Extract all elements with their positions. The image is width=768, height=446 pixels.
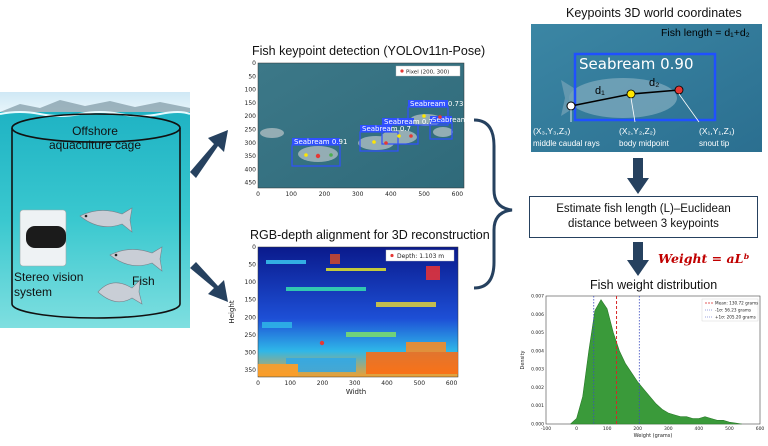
kde-xtick: 400 xyxy=(695,426,704,432)
detection-ytick: 50 xyxy=(248,73,256,80)
kde-xtick: -100 xyxy=(541,426,551,432)
detection-box-label-2: Seabream 0.7 xyxy=(362,125,411,133)
depth-xlabel: Width xyxy=(346,388,366,396)
detection-ytick: 300 xyxy=(245,140,257,147)
detection-xtick: 0 xyxy=(256,191,260,198)
merge-brace xyxy=(473,118,513,290)
kde-xtick: 300 xyxy=(664,426,673,432)
kde-ytick: 0.001 xyxy=(531,403,544,409)
legend-minus-sd: -1σ: 56.23 grams xyxy=(715,308,751,313)
weight-distribution-chart: 0.000 0.001 0.002 0.003 0.004 0.005 0.006 0.007… xyxy=(520,294,765,440)
p3-name: middle caudal rays xyxy=(533,139,600,148)
depth-title: RGB-depth alignment for 3D reconstructio… xyxy=(250,228,490,242)
kde-legend: Mean: 130.72 grams -1σ: 56.23 grams +1σ:… xyxy=(701,298,758,322)
detection-xtick: 100 xyxy=(285,191,297,198)
kde-ytick: 0.003 xyxy=(531,367,544,373)
detection-xtick: 500 xyxy=(418,191,430,198)
kde-ytick: 0.002 xyxy=(531,385,544,391)
kde-ytick: 0.005 xyxy=(531,330,544,336)
estimate-text: Estimate fish length (L)–Euclidean dista… xyxy=(556,203,731,230)
kde-ytick: 0.006 xyxy=(531,312,544,318)
detection-xtick: 600 xyxy=(452,191,464,198)
p1-name: snout tip xyxy=(699,139,730,148)
detection-legend: Pixel (200, 300) xyxy=(406,70,449,76)
depth-xtick: 500 xyxy=(414,380,426,387)
p2-coord: (X₂,Y₂,Z₂) xyxy=(619,126,656,136)
down-arrow-2 xyxy=(627,242,649,276)
kde-xtick: 0 xyxy=(575,426,578,432)
kde-ytick: 0.004 xyxy=(531,348,544,354)
legend-mean: Mean: 130.72 grams xyxy=(715,301,758,306)
detection-xtick: 200 xyxy=(319,191,331,198)
detection-xtick: 400 xyxy=(385,191,397,198)
detection-box-label-3: Seabream 0.7 xyxy=(384,118,433,126)
depth-ytick: 0 xyxy=(252,244,256,251)
down-arrow-1 xyxy=(627,158,649,194)
weight-formula: Weight = aLᵇ xyxy=(658,251,750,266)
kde-ytick: 0.007 xyxy=(531,294,544,300)
kde-xlabel: Weight (grams) xyxy=(634,433,673,439)
kde-xtick: 500 xyxy=(725,426,734,432)
detection-box-label-4: Seabream 0.73 xyxy=(410,100,463,108)
detection-ytick: 150 xyxy=(245,100,257,107)
p2-name: body midpoint xyxy=(619,139,670,148)
estimate-box: Estimate fish length (L)–Euclidean dista… xyxy=(529,196,758,238)
depth-ytick: 250 xyxy=(245,332,257,339)
depth-ytick: 50 xyxy=(248,262,256,269)
detection-ytick: 350 xyxy=(245,153,257,160)
depth-xtick: 400 xyxy=(381,380,393,387)
stereo-system-label: Stereo vision system xyxy=(14,270,84,299)
stereo-camera-icon xyxy=(19,209,67,267)
depth-ytick: 150 xyxy=(245,297,257,304)
depth-ytick: 200 xyxy=(245,314,257,321)
depth-ytick: 350 xyxy=(245,367,257,374)
detection-ytick: 200 xyxy=(245,113,257,120)
depth-ytick: 300 xyxy=(245,349,257,356)
kde-xtick: 600 xyxy=(756,426,765,432)
detection-ytick: 0 xyxy=(252,60,256,67)
depth-plot: Depth: 1.103 m 0 50 100 150 200 250 300 350 0 10… xyxy=(228,244,459,396)
p1-coord: (X₁,Y₁,Z₁) xyxy=(699,126,735,136)
ocean-scene: Offshore aquaculture cage Stereo vision … xyxy=(0,92,191,328)
depth-ytick: 100 xyxy=(245,279,257,286)
kde-ytick: 0.000 xyxy=(531,422,544,428)
depth-xtick: 0 xyxy=(256,380,260,387)
depth-xtick: 200 xyxy=(317,380,329,387)
weight-chart-title: Fish weight distribution xyxy=(590,278,718,292)
legend-plus-sd: +1σ: 205.20 grams xyxy=(715,315,756,320)
kde-area xyxy=(570,299,742,425)
detection-box-label-1: Seabream 0.91 xyxy=(294,138,347,146)
detection-ytick: 400 xyxy=(245,166,257,173)
ocean-illustration xyxy=(0,92,191,328)
d1-label: d₁ xyxy=(595,85,605,97)
depth-xtick: 300 xyxy=(349,380,361,387)
flow-arrows-left xyxy=(190,130,228,302)
detection-ytick: 100 xyxy=(245,87,257,94)
cage-label: Offshore aquaculture cage xyxy=(48,124,142,152)
fish-label: Fish xyxy=(132,274,155,288)
depth-xtick: 100 xyxy=(285,380,297,387)
kde-xtick: 200 xyxy=(633,426,642,432)
detection-plot: Seabream 0.91 Seabream 0.7 Seabream 0.7 … xyxy=(245,60,466,198)
depth-legend: Depth: 1.103 m xyxy=(397,253,444,260)
depth-ylabel: Height xyxy=(228,300,236,323)
kde-ylabel: Density xyxy=(520,350,526,369)
depth-xtick: 600 xyxy=(446,380,458,387)
detection-title: Fish keypoint detection (YOLOv11n-Pose) xyxy=(252,44,486,58)
detection-xtick: 300 xyxy=(352,191,364,198)
p3-coord: (X₃,Y₃,Z₃) xyxy=(533,126,570,136)
kde-xtick: 100 xyxy=(603,426,612,432)
keypoints-box-label: Seabream 0.90 xyxy=(579,55,694,73)
keypoints-title: Keypoints 3D world coordinates xyxy=(566,6,742,20)
detection-ytick: 450 xyxy=(245,180,257,187)
d2-label: d₂ xyxy=(649,77,659,89)
detection-ytick: 250 xyxy=(245,126,257,133)
keypoints-image: Seabream 0.90 d₁ d₂ Fish length = d₁+d₂ … xyxy=(531,24,762,152)
length-formula: Fish length = d₁+d₂ xyxy=(661,27,750,39)
detection-box-label-5: Seabream 0.54 xyxy=(432,116,466,124)
